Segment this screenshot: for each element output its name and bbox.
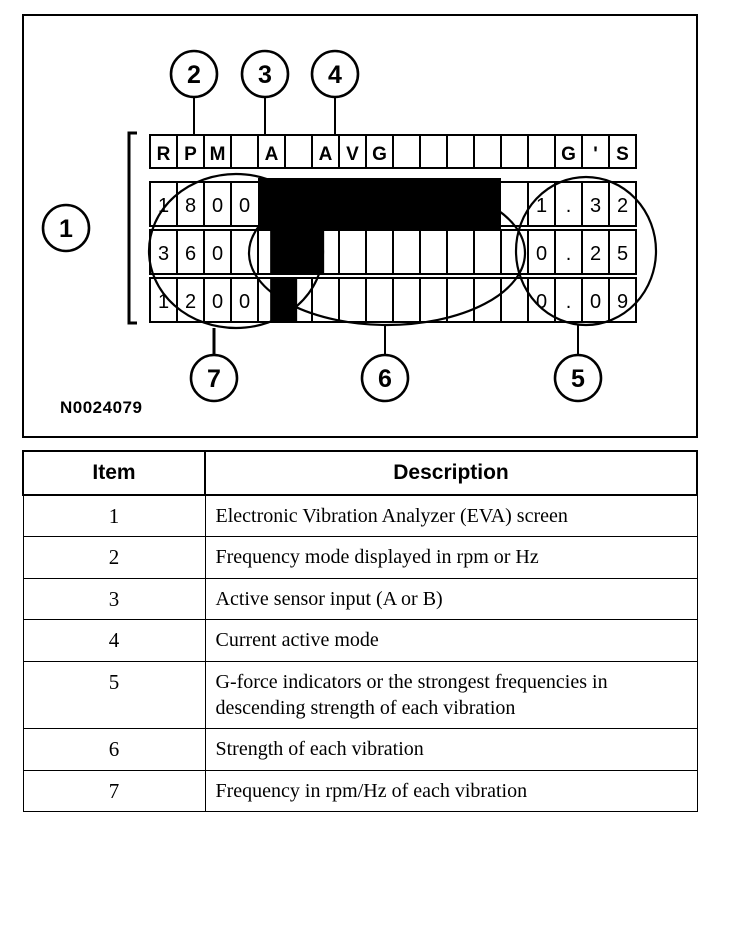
callout-7-label: 7 [207,365,221,393]
lcd-header-cell: R [157,144,171,165]
callout-1-label: 1 [59,215,73,243]
frequency-digit: 0 [239,291,250,313]
lcd-header-cell: A [265,144,279,165]
legend-item-number: 6 [22,728,206,771]
callout-5: 5 [553,325,603,403]
legend-header-item: Item [22,450,206,496]
gforce-digit: . [566,195,572,217]
gforce-digit: 0 [536,243,547,265]
callout-1: 1 [41,131,137,325]
lcd-header-cell: ' [593,144,598,165]
callout-3-label: 3 [258,61,272,89]
callout-6-label: 6 [378,365,392,393]
strength-bar [270,230,325,274]
frequency-digit: 0 [212,243,223,265]
figure-id-label: N0024079 [60,398,143,417]
highlight-ellipse-gforce [514,175,658,327]
gforce-digit: 5 [617,243,628,265]
strength-bar [258,178,501,230]
gforce-digit: . [566,291,572,313]
gforce-digit: 1 [536,195,547,217]
frequency-digit: 1 [158,195,169,217]
frequency-digit: 2 [185,291,196,313]
frequency-digit: 0 [212,291,223,313]
frequency-digit: 6 [185,243,196,265]
callout-7: 7 [189,328,239,403]
legend-item-number: 1 [22,494,206,538]
callout-6: 6 [360,325,410,403]
frequency-digit: 8 [185,195,196,217]
gforce-digit: 3 [590,195,601,217]
callout-4: 4 [310,49,360,135]
legend-item-description: G-force indicators or the strongest freq… [204,660,698,730]
legend-item-description: Electronic Vibration Analyzer (EVA) scre… [204,494,698,538]
lcd-header-cell: A [319,144,333,165]
legend-item-number: 7 [22,769,206,813]
frequency-digit: 0 [239,195,250,217]
lcd-header-cell: V [346,144,359,165]
legend-item-number: 5 [22,660,206,730]
callout-5-label: 5 [571,365,585,393]
frequency-digit: 3 [158,243,169,265]
frequency-digit: 1 [158,291,169,313]
gforce-digit: 2 [617,195,628,217]
gforce-digit: 0 [590,291,601,313]
lcd-header-cell: G [372,144,387,165]
frequency-digit: 0 [212,195,223,217]
legend-header-description: Description [204,450,698,496]
legend-item-description: Active sensor input (A or B) [204,577,698,621]
legend-item-number: 3 [22,577,206,621]
lcd-header-cell: M [210,144,226,165]
callout-2-label: 2 [187,61,201,89]
gforce-digit: 2 [590,243,601,265]
lcd-header-cell: S [616,144,629,165]
lcd-header-cell: P [184,144,197,165]
gforce-digit: 0 [536,291,547,313]
gforce-digit: . [566,243,572,265]
callout-2: 2 [169,49,219,135]
lcd-header-cell: G [561,144,576,165]
callout-4-label: 4 [328,61,342,89]
callout-3: 3 [240,49,290,135]
legend-item-description: Frequency mode displayed in rpm or Hz [204,536,698,579]
legend-header-row: Item Description [22,450,698,496]
legend-item-description: Strength of each vibration [204,728,698,771]
legend-item-description: Frequency in rpm/Hz of each vibration [204,769,698,813]
legend-item-description: Current active mode [204,619,698,662]
highlight-ellipse-strength [247,179,527,327]
gforce-digit: 9 [617,291,628,313]
legend-item-number: 2 [22,536,206,579]
legend-item-number: 4 [22,619,206,662]
highlight-ellipse-frequency [147,172,325,330]
